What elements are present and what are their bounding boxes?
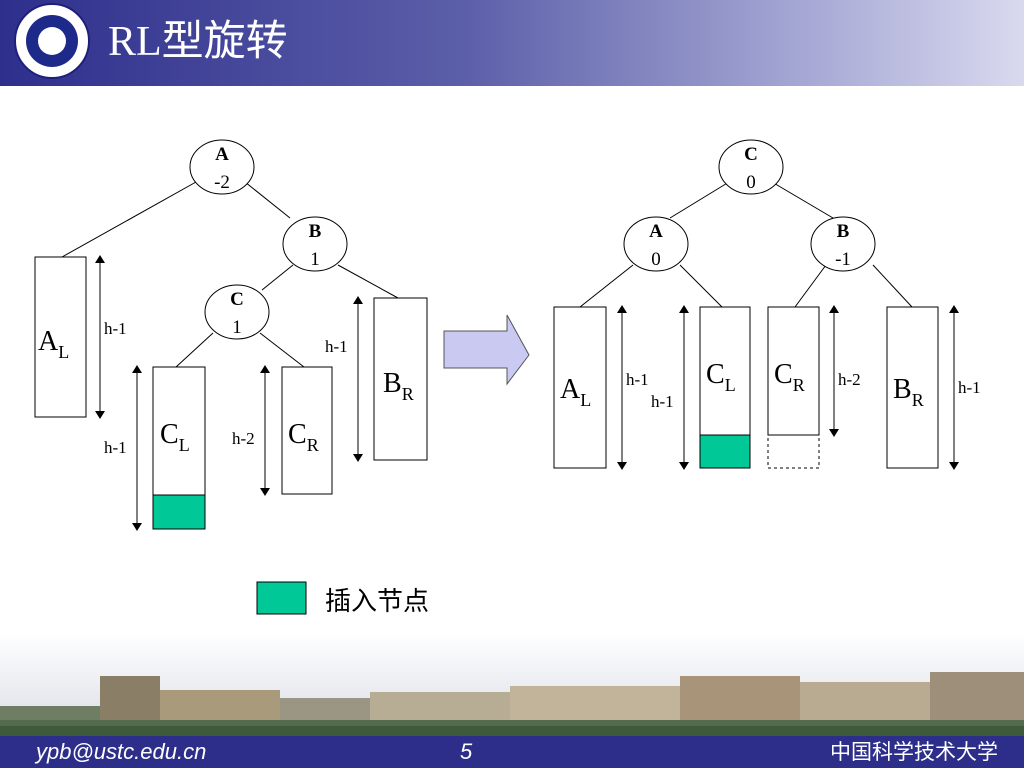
node-c-name: C xyxy=(230,289,244,310)
height-label-br: h-1 xyxy=(325,337,348,356)
edge-a-al2 xyxy=(579,264,634,308)
subtree-box-al2 xyxy=(553,306,607,469)
footer-university: 中国科学技术大学 xyxy=(830,740,998,764)
node-b-name: B xyxy=(309,221,322,242)
node-c-balance: 1 xyxy=(232,317,242,338)
height-label-al: h-1 xyxy=(104,319,127,338)
edge-b-c xyxy=(261,264,294,291)
subtree-main-cr2: C xyxy=(774,359,793,390)
subtree-main-br2: B xyxy=(893,374,912,405)
subtree-label-br2: BR xyxy=(893,374,924,410)
subtree-box-cr xyxy=(281,366,333,495)
height-label-cl2: h-1 xyxy=(651,392,674,411)
node-a-balance: -2 xyxy=(214,172,230,193)
subtree-sub-cr2: R xyxy=(793,375,805,395)
node-b2-name: B xyxy=(837,221,850,242)
height-label-br2: h-1 xyxy=(958,378,981,397)
avl-rotation-diagram: A -2 B 1 C 1 AL CL CR BR h-1 h-1 h-2 h-1 xyxy=(34,139,981,617)
footer-page-number: 5 xyxy=(460,739,473,764)
node-c2-balance: 0 xyxy=(746,172,756,193)
edge-a-al xyxy=(61,181,197,258)
university-logo xyxy=(14,3,90,79)
after-tree xyxy=(553,139,959,470)
inserted-node-fill-2 xyxy=(699,434,751,469)
before-tree-labels: A -2 B 1 C 1 AL CL CR BR h-1 h-1 h-2 h-1 xyxy=(38,144,414,457)
edge-a-b xyxy=(244,181,291,219)
subtree-main-al2: A xyxy=(560,374,581,405)
edge-c-a xyxy=(669,181,730,219)
edge-b-br2 xyxy=(872,264,913,308)
subtree-main-cl2: C xyxy=(706,359,725,390)
subtree-main-cl: C xyxy=(160,419,179,450)
edge-c-b xyxy=(771,181,834,219)
edge-b-br xyxy=(337,264,399,299)
logo-emblem-icon xyxy=(26,15,78,67)
subtree-label-cr2: CR xyxy=(774,359,805,395)
subtree-label-al: AL xyxy=(38,326,69,362)
node-a2-balance: 0 xyxy=(651,249,661,270)
subtree-box-al xyxy=(34,256,87,418)
height-label-cr: h-2 xyxy=(232,429,255,448)
transition-arrow-icon xyxy=(443,314,530,386)
subtree-sub-cl2: L xyxy=(725,375,736,395)
subtree-box-br xyxy=(373,297,428,461)
subtree-sub-br: R xyxy=(402,384,414,404)
height-label-cr2: h-2 xyxy=(838,370,861,389)
height-label-cl: h-1 xyxy=(104,438,127,457)
node-c2-name: C xyxy=(744,144,758,165)
legend-label: 插入节点 xyxy=(325,587,429,617)
legend-swatch xyxy=(256,581,307,615)
footer-email: ypb@ustc.edu.cn xyxy=(36,739,207,764)
node-b-circle xyxy=(282,216,348,272)
node-b2-balance: -1 xyxy=(835,249,851,270)
subtree-sub-al2: L xyxy=(580,390,591,410)
title-bar: RL型旋转 xyxy=(0,0,1024,86)
subtree-main-al: A xyxy=(38,326,59,357)
node-c-circle xyxy=(204,284,270,340)
edge-a-cl2 xyxy=(679,264,723,308)
before-tree xyxy=(34,139,428,531)
node-b2-circle xyxy=(810,216,876,272)
edge-c-cr xyxy=(259,332,305,368)
subtree-label-cr: CR xyxy=(288,419,319,455)
node-a-name: A xyxy=(215,144,229,165)
node-c2-circle xyxy=(718,139,784,195)
campus-photo xyxy=(0,632,1024,736)
subtree-box-br2 xyxy=(886,306,939,469)
after-tree-labels: C 0 A 0 B -1 AL CL CR BR h-1 h-1 h-2 h-1 xyxy=(560,144,981,411)
subtree-label-al2: AL xyxy=(560,374,591,410)
subtree-sub-br2: R xyxy=(912,390,924,410)
slide-title: RL型旋转 xyxy=(108,19,288,65)
height-label-al2: h-1 xyxy=(626,370,649,389)
node-b-balance: 1 xyxy=(310,249,320,270)
subtree-label-cl2: CL xyxy=(706,359,736,395)
node-a2-circle xyxy=(623,216,689,272)
node-a2-name: A xyxy=(649,221,663,242)
subtree-main-br: B xyxy=(383,368,402,399)
subtree-sub-cr: R xyxy=(307,435,319,455)
node-a-circle xyxy=(189,139,255,195)
cr2-empty-slot xyxy=(767,434,820,469)
edge-c-cl xyxy=(175,332,214,368)
logo-core-icon xyxy=(38,27,66,55)
inserted-node-fill xyxy=(152,494,206,530)
subtree-label-cl: CL xyxy=(160,419,190,455)
subtree-label-br: BR xyxy=(383,368,414,404)
subtree-sub-al: L xyxy=(58,342,69,362)
subtree-box-cr2 xyxy=(767,306,820,436)
edge-b-cr2 xyxy=(794,264,827,308)
subtree-main-cr: C xyxy=(288,419,307,450)
subtree-sub-cl: L xyxy=(179,435,190,455)
footer-bar xyxy=(0,736,1024,768)
